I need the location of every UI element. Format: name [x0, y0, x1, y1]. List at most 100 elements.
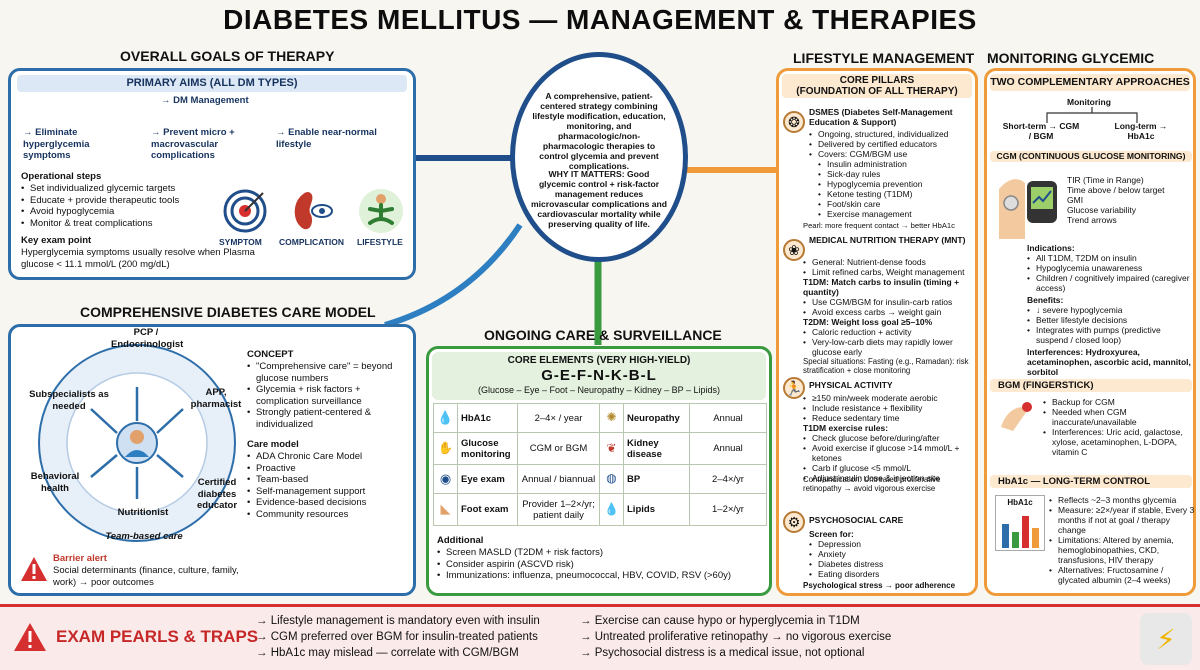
- cell-name: Neuropathy: [623, 403, 690, 433]
- pa-item: Adjust insulin dose & injection site: [803, 473, 975, 483]
- warning-icon: [14, 623, 46, 651]
- psy-note: Psychological stress → poor adherence: [803, 581, 956, 590]
- additional-item: Consider aspirin (ASCVD risk): [437, 559, 767, 571]
- monitoring-label: Monitoring: [1067, 97, 1111, 107]
- bgm-item: Interferences: Uric acid, galactose, xyl…: [1043, 427, 1193, 457]
- care-model-item: Community resources: [247, 509, 407, 521]
- icon-label-lifestyle: LIFESTYLE: [357, 237, 403, 247]
- mnemonic: G-E-F-N-K-B-L: [541, 367, 657, 384]
- hba1c-chart-label: HbA1c: [1007, 498, 1033, 507]
- indications-title: Indications:: [1027, 243, 1075, 253]
- pa-item: Include resistance + flexibility: [803, 403, 975, 413]
- mnt-item: Very-low-carb diets may rapidly lower gl…: [803, 337, 975, 357]
- op-step: Avoid hypoglycemia: [21, 206, 221, 218]
- node-subspecialists: Subspecialists as needed: [29, 389, 109, 412]
- pa-t1-title: T1DM exercise rules:: [803, 423, 889, 433]
- additional-title: Additional: [437, 535, 484, 546]
- connector-care-model: [384, 223, 523, 328]
- neuropathy-icon: ✺: [599, 403, 624, 433]
- cell-value: Annual: [689, 403, 767, 433]
- table-row: ◣ Foot exam Provider 1–2×/yr; patient da…: [433, 493, 767, 526]
- aim-2: → Prevent micro + macrovascular complica…: [151, 127, 235, 161]
- monitoring-panel: TWO COMPLEMENTARY APPROACHES Monitoring …: [984, 68, 1196, 596]
- care-model-item: Proactive: [247, 463, 407, 475]
- exam-pearls-title: EXAM PEARLS & TRAPS: [56, 627, 259, 646]
- care-model-title: Care model: [247, 439, 299, 450]
- cell-value: Annual / biannual: [517, 464, 600, 494]
- benefit-item: Better lifestyle decisions: [1027, 315, 1193, 325]
- exam-pearls-bar: EXAM PEARLS & TRAPS → Lifestyle manageme…: [0, 604, 1200, 670]
- dsmes-subitem: Hypoglycemia prevention: [809, 179, 975, 189]
- page-title: DIABETES MELLITUS — MANAGEMENT & THERAPI…: [223, 4, 977, 35]
- care-model-list: ADA Chronic Care Model Proactive Team-ba…: [247, 451, 407, 520]
- pearl-item: → Lifestyle management is mandatory even…: [256, 615, 540, 627]
- indication-item: Children / cognitively impaired (caregiv…: [1027, 273, 1193, 293]
- dsmes-list: Ongoing, structured, individualized Deli…: [809, 129, 975, 159]
- kidney-eye-icon: [294, 192, 333, 230]
- salad-icon: ❀: [783, 239, 805, 261]
- additional-list: Screen MASLD (T2DM + risk factors) Consi…: [437, 547, 767, 582]
- lifestyle-panel: CORE PILLARS (FOUNDATION OF ALL THERAPY)…: [776, 68, 978, 596]
- mnt-item: General: Nutrient-dense foods: [803, 257, 975, 267]
- mnemonic-sub: (Glucose – Eye – Foot – Neuropathy – Kid…: [478, 385, 720, 395]
- indication-item: All T1DM, T2DM on insulin: [1027, 253, 1193, 263]
- cell-value: 2–4×/yr: [689, 464, 767, 494]
- dm-management-label: → DM Management: [161, 95, 249, 106]
- cgm-metric: TIR (Time in Range): [1067, 175, 1144, 185]
- indication-item: Hypoglycemia unawareness: [1027, 263, 1193, 273]
- care-model-heading: COMPREHENSIVE DIABETES CARE MODEL: [80, 304, 376, 320]
- operational-steps-list: Set individualized glycemic targets Educ…: [21, 183, 221, 229]
- node-diabetes-educator: Certified diabetes educator: [196, 477, 238, 511]
- node-nutritionist: Nutritionist: [117, 507, 169, 518]
- cgm-metric: Time above / below target: [1067, 185, 1165, 195]
- kidney-icon: ❦: [599, 432, 624, 465]
- pearl-item: → Exercise can cause hypo or hyperglycem…: [580, 615, 860, 627]
- target-icon: [223, 189, 267, 233]
- psy-list: Depression Anxiety Diabetes distress Eat…: [809, 539, 969, 579]
- pa-title: PHYSICAL ACTIVITY: [809, 380, 893, 390]
- pa-item: ≥150 min/week moderate aerobic: [803, 393, 975, 403]
- care-model-item: Self-management support: [247, 486, 407, 498]
- table-row: ✋ Glucose monitoring CGM or BGM ❦ Kidney…: [433, 432, 767, 465]
- aim-1: → Eliminate hyperglycemia symptoms: [23, 127, 90, 161]
- cell-value: Provider 1–2×/yr; patient daily: [517, 493, 600, 526]
- cell-name: Foot exam: [457, 493, 518, 526]
- core-pillars-title: CORE PILLARS: [839, 75, 915, 86]
- hba1c-item: Alternatives: Fructosamine / glycated al…: [1049, 565, 1195, 585]
- care-model-item: Team-based: [247, 474, 407, 486]
- cell-name: Lipids: [623, 493, 690, 526]
- cell-value: CGM or BGM: [517, 432, 600, 465]
- benefits-title: Benefits:: [1027, 295, 1064, 305]
- concept-item: Glycemia + risk factors + complication s…: [247, 384, 407, 407]
- icon-label-complication: COMPLICATION: [279, 237, 345, 247]
- runner-icon: 🏃: [783, 377, 805, 399]
- hba1c-item: Limitations: Altered by anemia, hemoglob…: [1049, 535, 1195, 565]
- goals-heading: OVERALL GOALS OF THERAPY: [120, 48, 335, 64]
- dsmes-item: Ongoing, structured, individualized: [809, 129, 975, 139]
- psy-title: PSYCHOSOCIAL CARE: [809, 515, 904, 525]
- cgm-interferences: Interferences: Hydroxyurea, acetaminophe…: [1027, 347, 1191, 377]
- eye-icon: ◉: [433, 464, 458, 494]
- cell-value: 2–4× / year: [517, 403, 600, 433]
- cell-name: Glucose monitoring: [457, 432, 518, 465]
- cell-name: Kidney disease: [623, 432, 690, 465]
- cgm-device-icon: [999, 179, 1057, 239]
- bgm-item: Backup for CGM: [1043, 397, 1193, 407]
- fingerstick-icon: [1001, 402, 1032, 431]
- primary-aims-header: PRIMARY AIMS (ALL DM TYPES): [17, 75, 407, 92]
- cell-name: Eye exam: [457, 464, 518, 494]
- hba1c-title: HbA1c — LONG-TERM CONTROL: [990, 475, 1192, 488]
- lipids-icon: 💧: [599, 493, 624, 526]
- cgm-metric: Trend arrows: [1067, 215, 1117, 225]
- operational-steps-title: Operational steps: [21, 171, 102, 182]
- indications-list: All T1DM, T2DM on insulin Hypoglycemia u…: [1027, 253, 1193, 293]
- cgm-metric: GMI: [1067, 195, 1084, 205]
- node-pcp: PCP / Endocrinologist: [111, 327, 184, 350]
- care-model-item: Evidence-based decisions: [247, 497, 407, 509]
- mnt-t2-title: T2DM: Weight loss goal ≥5–10%: [803, 317, 933, 327]
- pearls-col-2: → Exercise can cause hypo or hyperglycem…: [580, 613, 920, 661]
- mnt-t1-list: Use CGM/BGM for insulin-carb ratios Avoi…: [803, 297, 975, 317]
- center-circle: A comprehensive, patient-centered strate…: [510, 52, 688, 262]
- op-step: Educate + provide therapeutic tools: [21, 195, 221, 207]
- barrier-title: Barrier alert: [53, 553, 107, 564]
